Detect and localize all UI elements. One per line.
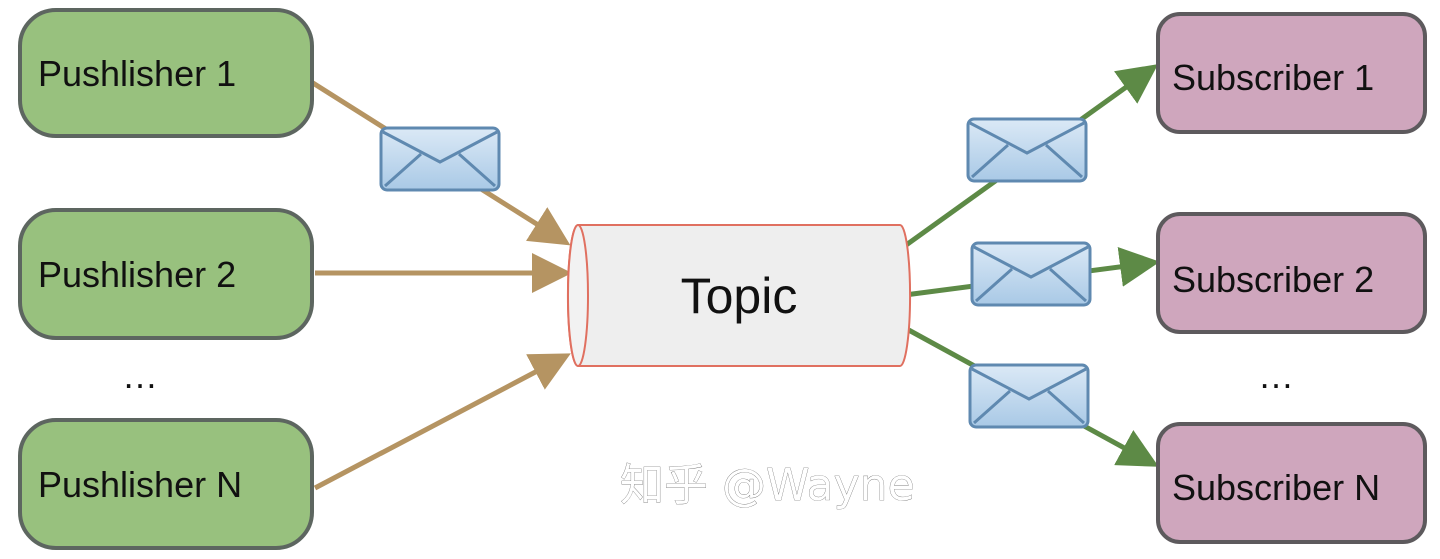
topic-queue: Topic xyxy=(566,224,912,367)
watermark: 知乎 @Wayne xyxy=(620,460,915,511)
arrow-pubN-topic xyxy=(313,353,571,491)
subscriber-n: Subscriber N xyxy=(1156,422,1427,544)
subscriber-1: Subscriber 1 xyxy=(1156,12,1427,134)
topic-label: Topic xyxy=(681,268,798,324)
envelope-icon xyxy=(966,117,1088,183)
publisher-2: Pushlisher 2 xyxy=(18,208,314,340)
subscriber-n-label: Subscriber N xyxy=(1172,467,1380,508)
subscriber-ellipsis: … xyxy=(1258,355,1294,396)
publisher-n-label: Pushlisher N xyxy=(38,464,242,505)
subscriber-2-label: Subscriber 2 xyxy=(1172,259,1374,300)
publisher-n: Pushlisher N xyxy=(18,418,314,550)
envelope-icon xyxy=(379,126,501,192)
subscriber-1-label: Subscriber 1 xyxy=(1172,57,1374,98)
publisher-1: Pushlisher 1 xyxy=(18,8,314,138)
publisher-1-label: Pushlisher 1 xyxy=(38,53,236,94)
envelope-icon xyxy=(968,363,1090,429)
publisher-2-label: Pushlisher 2 xyxy=(38,254,236,295)
envelope-icon xyxy=(970,241,1092,307)
subscriber-2: Subscriber 2 xyxy=(1156,212,1427,334)
publisher-ellipsis: … xyxy=(122,355,158,396)
